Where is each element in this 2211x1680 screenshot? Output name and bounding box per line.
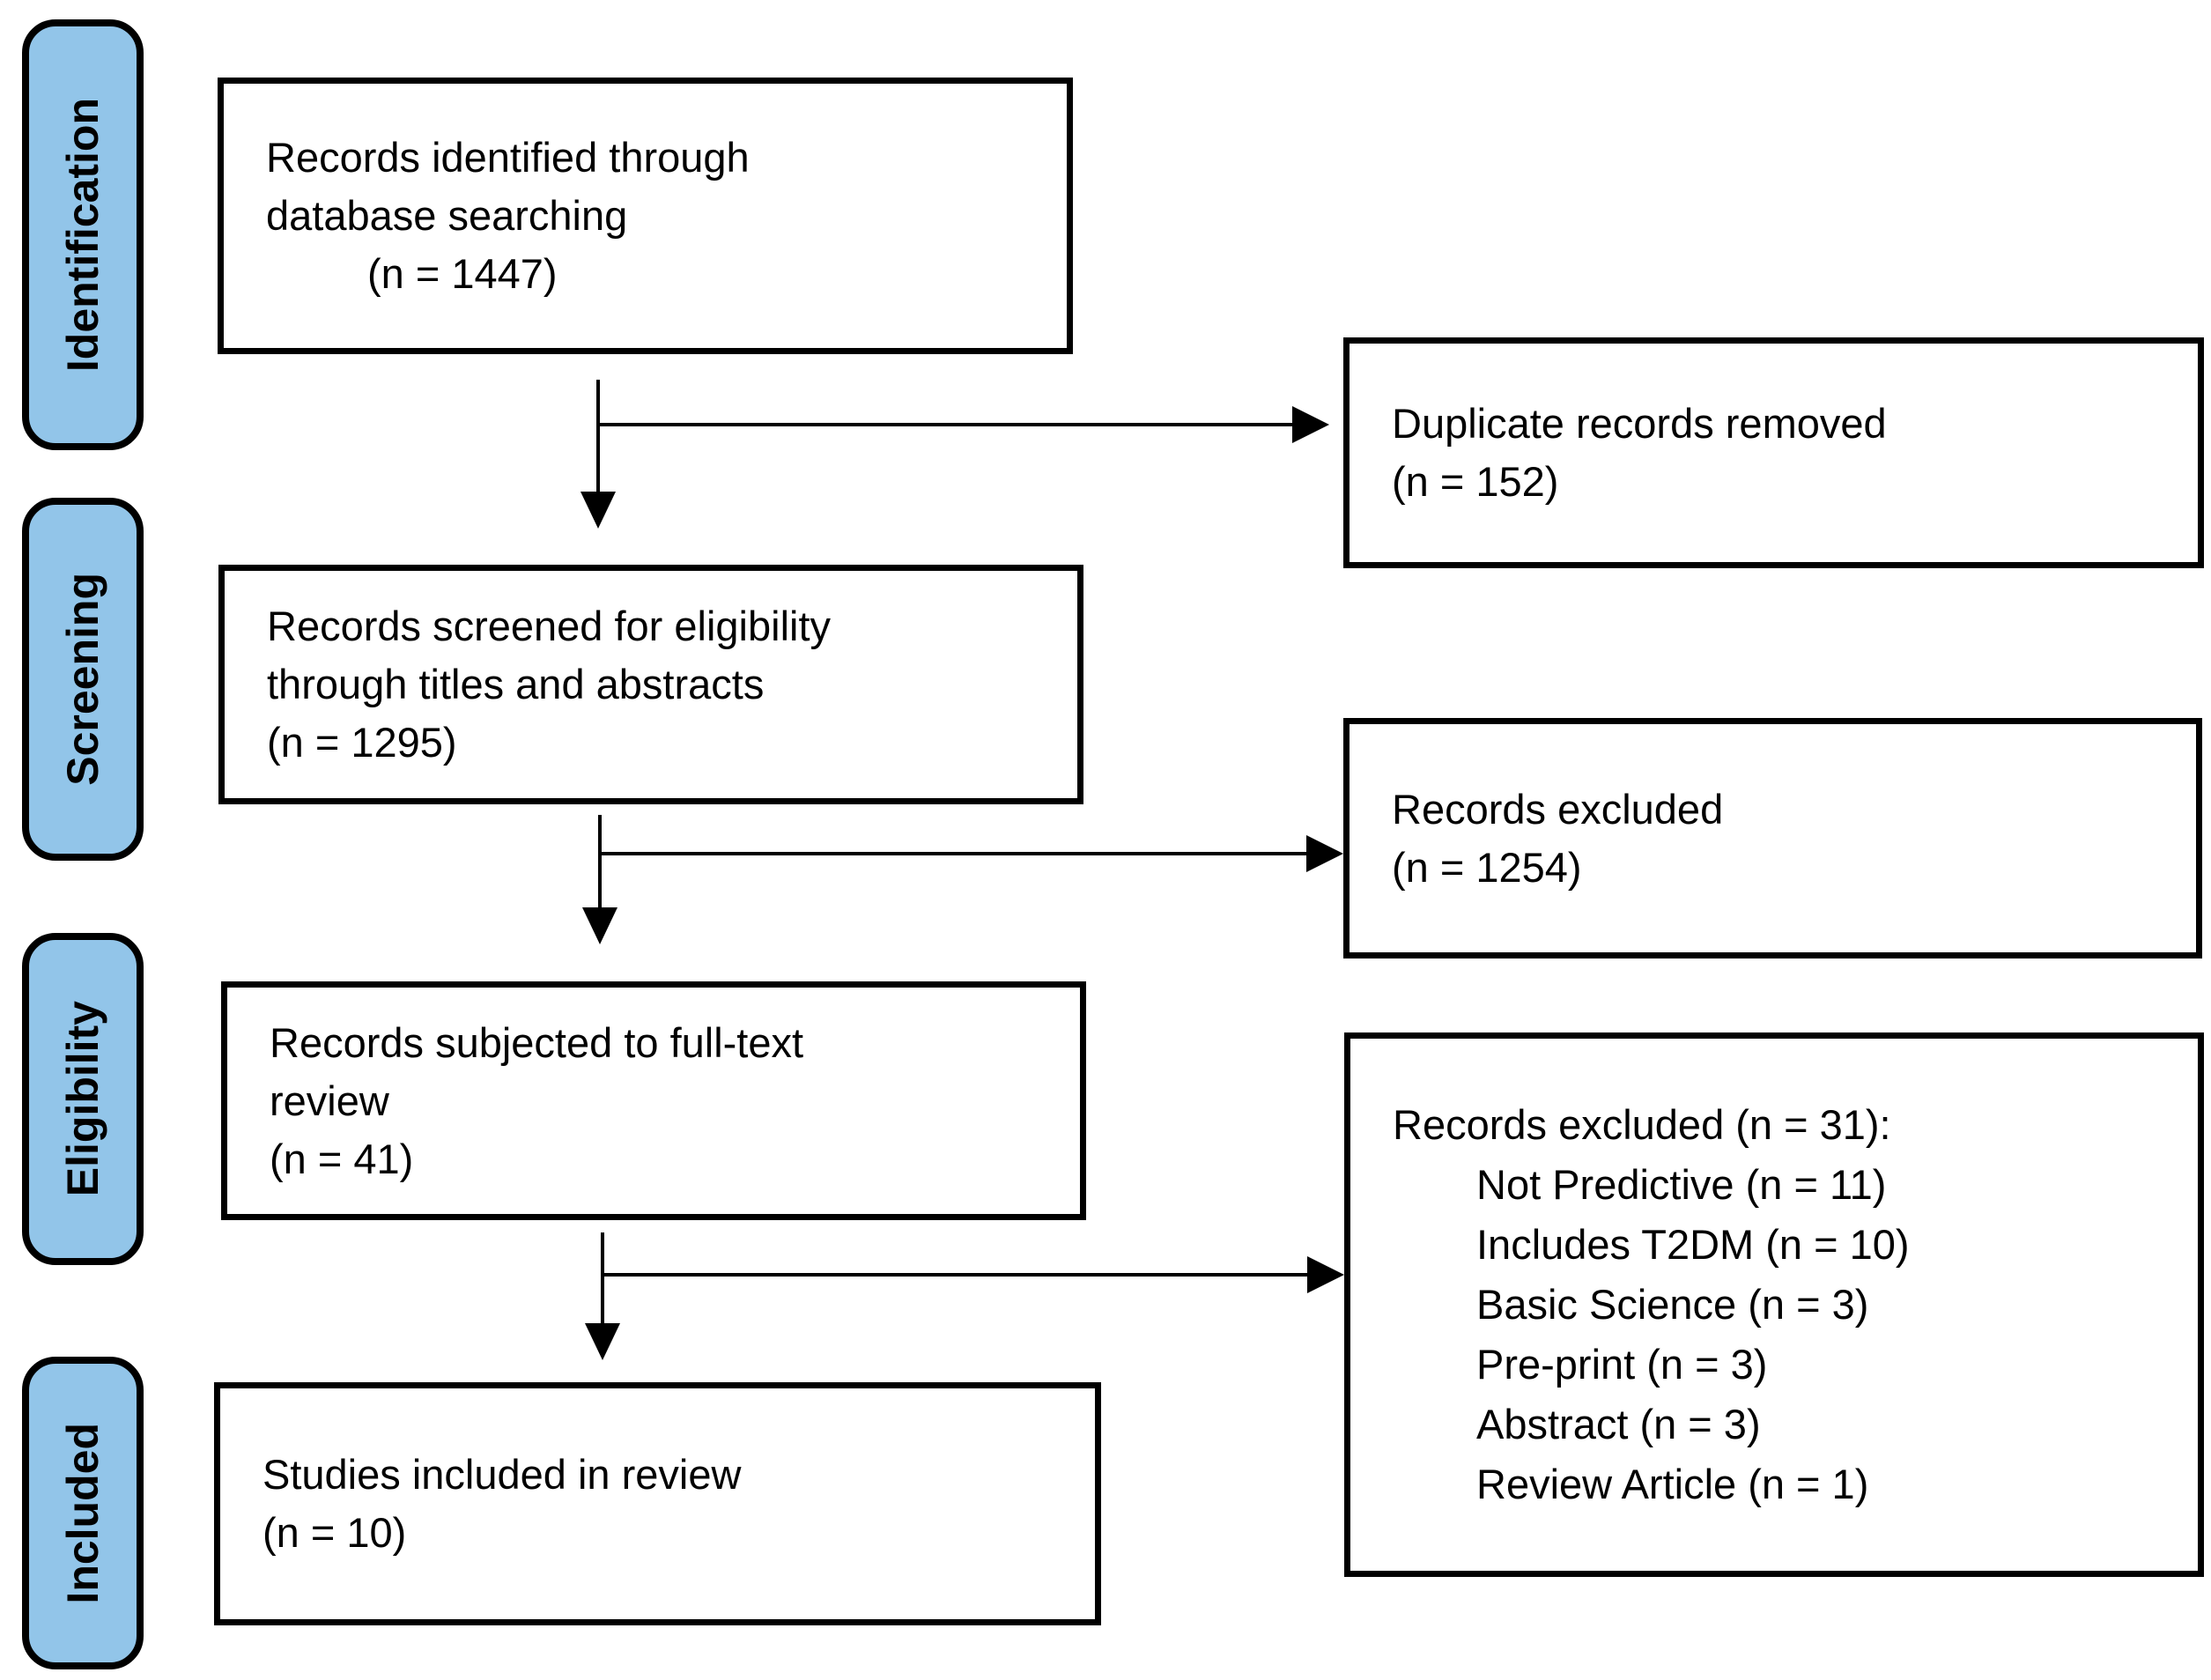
box-records-identified-count: (n = 1447) bbox=[367, 250, 558, 297]
box-studies-included: Studies included in review (n = 10) bbox=[214, 1382, 1101, 1625]
stage-included-label: Included bbox=[58, 1422, 107, 1604]
box-records-screened: Records screened for eligibility through… bbox=[218, 565, 1083, 804]
exclusion-reason: Not Predictive (n = 11) bbox=[1476, 1161, 1887, 1208]
box-records-identified-line: Records identified through bbox=[266, 134, 750, 181]
box-records-fulltext-line: review bbox=[270, 1077, 389, 1124]
box-records-fulltext: Records subjected to full-text review (n… bbox=[221, 981, 1086, 1220]
box-records-excluded-fulltext-header: Records excluded (n = 31): bbox=[1393, 1101, 1891, 1148]
stage-identification-label: Identification bbox=[58, 97, 107, 373]
box-duplicates-removed-count: (n = 152) bbox=[1392, 458, 1559, 505]
arrow-identified-to-screened bbox=[580, 380, 1329, 529]
box-duplicates-removed-line: Duplicate records removed bbox=[1392, 400, 1887, 447]
box-records-screened-line: through titles and abstracts bbox=[267, 661, 765, 707]
box-records-fulltext-count: (n = 41) bbox=[270, 1135, 414, 1182]
box-records-identified-line: database searching bbox=[266, 192, 628, 239]
box-records-excluded-screening-count: (n = 1254) bbox=[1392, 843, 1582, 891]
stage-screening-label: Screening bbox=[58, 573, 107, 786]
box-records-screened-line: Records screened for eligibility bbox=[267, 603, 832, 649]
arrow-screened-to-fulltext bbox=[582, 815, 1343, 944]
box-duplicates-removed: Duplicate records removed (n = 152) bbox=[1343, 337, 2204, 568]
exclusion-reason: Review Article (n = 1) bbox=[1476, 1461, 1869, 1507]
box-records-excluded-screening: Records excluded (n = 1254) bbox=[1343, 718, 2202, 958]
box-studies-included-count: (n = 10) bbox=[263, 1509, 407, 1556]
stage-identification: Identification bbox=[22, 19, 144, 450]
stage-eligibility: Eligibility bbox=[22, 933, 144, 1265]
box-records-identified: Records identified through database sear… bbox=[218, 78, 1073, 354]
box-records-fulltext-line: Records subjected to full-text bbox=[270, 1018, 804, 1066]
stage-screening: Screening bbox=[22, 498, 144, 861]
exclusion-reason: Pre-print (n = 3) bbox=[1476, 1341, 1768, 1388]
exclusion-reason: Abstract (n = 3) bbox=[1476, 1401, 1761, 1447]
box-records-excluded-fulltext: Records excluded (n = 31): Not Predictiv… bbox=[1344, 1032, 2204, 1577]
box-studies-included-line: Studies included in review bbox=[263, 1451, 742, 1498]
box-records-screened-count: (n = 1295) bbox=[267, 719, 457, 766]
stage-included: Included bbox=[22, 1357, 144, 1669]
exclusion-reason: Includes T2DM (n = 10) bbox=[1476, 1221, 1910, 1268]
arrow-fulltext-to-included bbox=[585, 1232, 1344, 1360]
stage-eligibility-label: Eligibility bbox=[58, 1001, 107, 1197]
box-records-excluded-screening-line: Records excluded bbox=[1392, 785, 1724, 833]
exclusion-reason: Basic Science (n = 3) bbox=[1476, 1281, 1869, 1328]
